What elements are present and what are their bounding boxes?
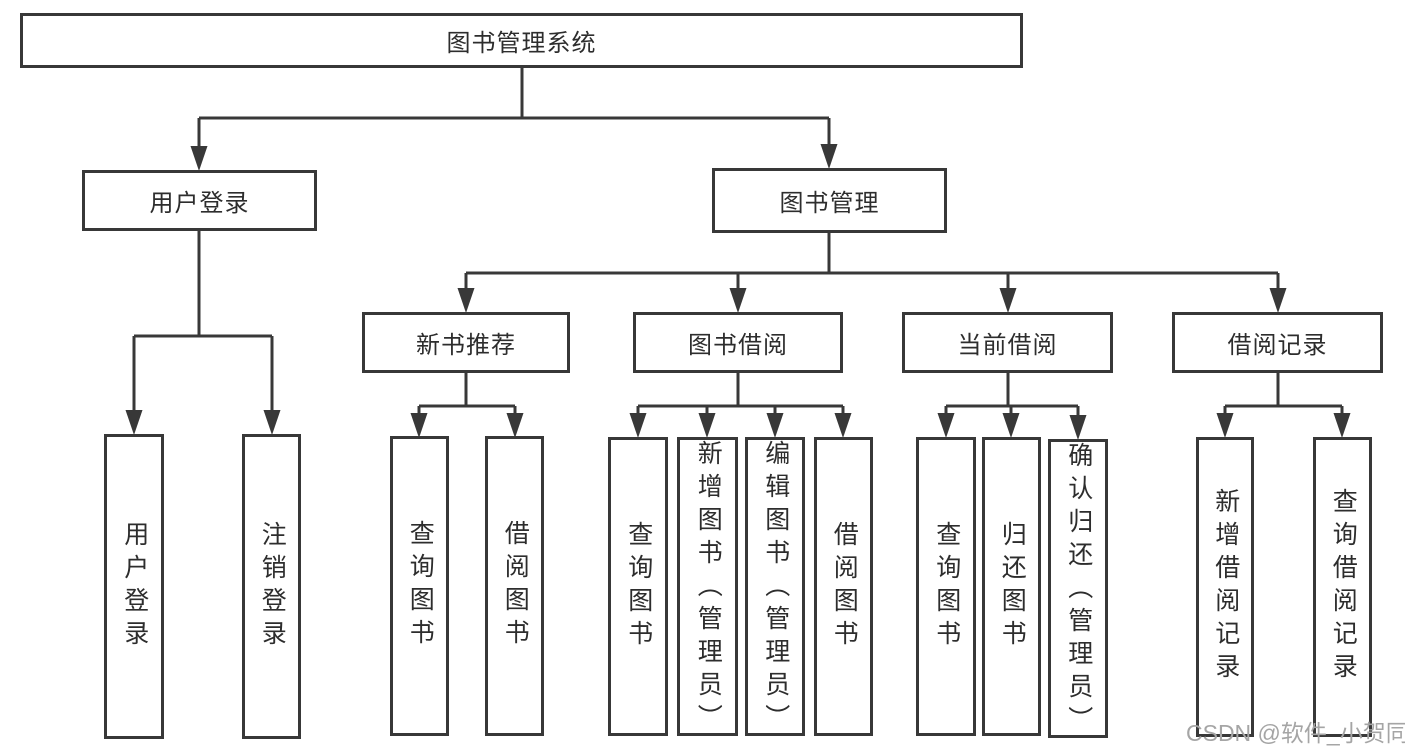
- leaf-nbr-borrow-books: 借阅图书: [485, 436, 544, 736]
- leaf-bb-edit-books-admin-label: 编辑图书（管理员）: [761, 440, 790, 737]
- node-book-management: 图书管理: [712, 168, 947, 233]
- leaf-br-add-record-label: 新增借阅记录: [1211, 488, 1240, 686]
- leaf-bb-borrow-books: 借阅图书: [814, 437, 873, 736]
- leaf-bb-query-books: 查询图书: [608, 437, 668, 736]
- leaf-cb-query-books-label: 查询图书: [932, 520, 961, 653]
- leaf-cb-return-books: 归还图书: [982, 437, 1041, 736]
- node-user-login: 用户登录: [82, 170, 317, 231]
- leaf-user-login-label: 用户登录: [120, 520, 149, 653]
- node-book-management-label: 图书管理: [779, 190, 880, 217]
- leaf-br-query-record-label: 查询借阅记录: [1329, 488, 1358, 686]
- leaf-cb-query-books: 查询图书: [916, 437, 976, 736]
- leaf-nbr-borrow-books-label: 借阅图书: [501, 520, 530, 652]
- leaf-cb-confirm-return-admin-label: 确认归还（管理员）: [1064, 442, 1093, 739]
- leaf-cb-return-books-label: 归还图书: [998, 520, 1027, 653]
- leaf-cb-confirm-return-admin: 确认归还（管理员）: [1048, 439, 1108, 739]
- leaf-logout: 注销登录: [242, 434, 301, 739]
- leaf-bb-edit-books-admin: 编辑图书（管理员）: [745, 437, 805, 737]
- node-book-borrow: 图书借阅: [633, 312, 843, 373]
- csdn-watermark: CSDN @软件_小贺同学: [1186, 720, 1405, 746]
- leaf-user-login: 用户登录: [104, 434, 164, 739]
- leaf-nbr-query-books-label: 查询图书: [406, 520, 435, 652]
- node-new-book-recommend: 新书推荐: [362, 312, 570, 373]
- node-root-system-label: 图书管理系统: [446, 30, 597, 57]
- leaf-logout-label: 注销登录: [258, 520, 287, 653]
- leaf-bb-add-books-admin-label: 新增图书（管理员）: [694, 440, 723, 737]
- leaf-bb-borrow-books-label: 借阅图书: [830, 520, 859, 653]
- node-book-borrow-label: 图书借阅: [688, 332, 788, 359]
- node-borrow-record: 借阅记录: [1172, 312, 1383, 373]
- node-current-borrow: 当前借阅: [902, 312, 1113, 373]
- leaf-nbr-query-books: 查询图书: [390, 436, 449, 736]
- leaf-bb-add-books-admin: 新增图书（管理员）: [677, 437, 738, 737]
- leaf-br-query-record: 查询借阅记录: [1313, 437, 1372, 737]
- leaf-br-add-record: 新增借阅记录: [1196, 437, 1254, 737]
- node-root-system: 图书管理系统: [20, 13, 1023, 68]
- node-new-book-recommend-label: 新书推荐: [416, 332, 516, 359]
- node-borrow-record-label: 借阅记录: [1227, 332, 1328, 359]
- node-user-login-label: 用户登录: [149, 190, 250, 217]
- node-current-borrow-label: 当前借阅: [957, 332, 1058, 359]
- leaf-bb-query-books-label: 查询图书: [624, 520, 653, 653]
